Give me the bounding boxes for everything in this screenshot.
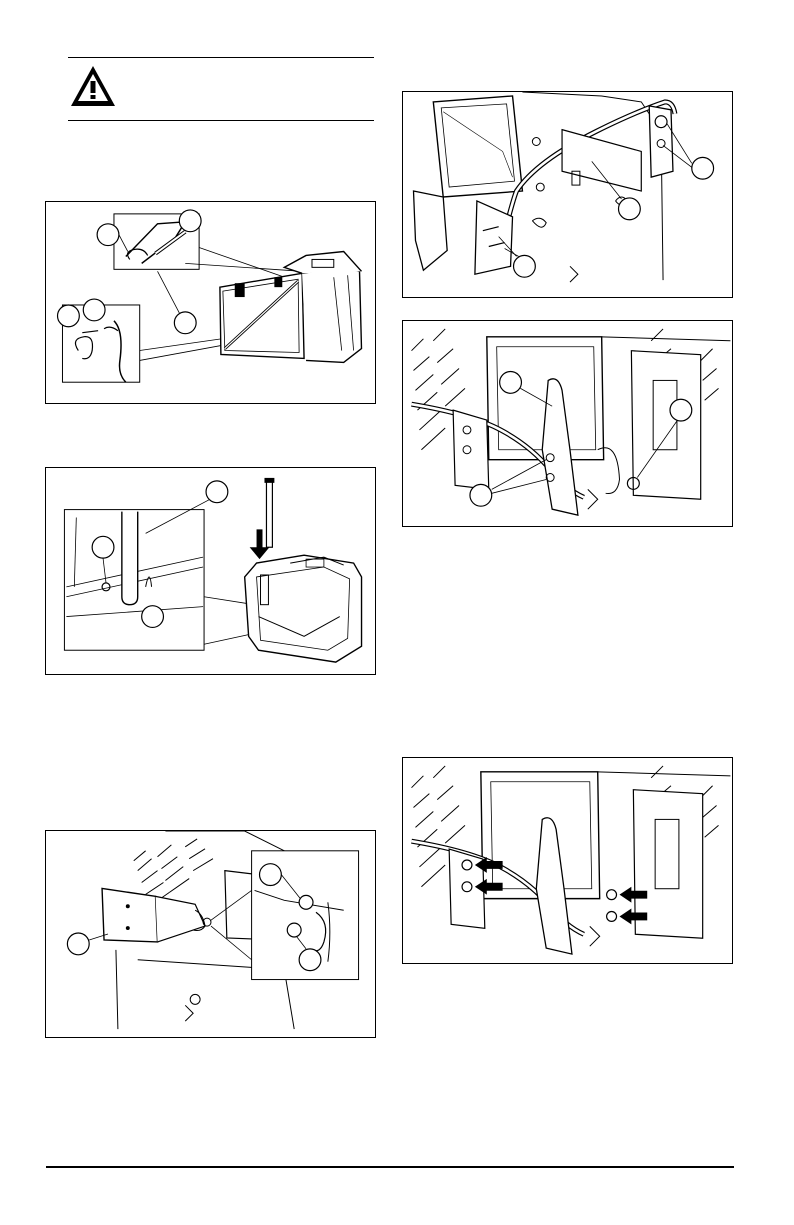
warning-bottom-rule [68, 120, 374, 121]
callout-3 [142, 606, 164, 628]
callout-2 [260, 864, 282, 886]
callout-1 [692, 157, 714, 179]
callout-1 [500, 372, 522, 394]
callout-2 [92, 536, 114, 558]
callout-2 [179, 210, 201, 232]
callout-3 [299, 949, 321, 971]
figure-bolt-arrows [402, 757, 733, 964]
bolt-arrows-illustration [403, 758, 732, 963]
bag-frame-illustration [46, 202, 375, 403]
bag-rod-illustration [46, 468, 375, 674]
callout-1 [67, 933, 89, 955]
callout-3 [174, 312, 196, 334]
figure-handle-rear [402, 91, 733, 298]
bracket-mount-illustration [46, 831, 375, 1037]
warning-block [68, 57, 374, 121]
callout-5 [83, 299, 105, 321]
warning-triangle-icon [68, 63, 118, 109]
handle-rear-illustration [403, 92, 732, 297]
figure-handle-mount-side [402, 320, 733, 527]
callout-1 [206, 481, 228, 503]
figure-bracket-mount [45, 830, 376, 1038]
callout-1 [97, 224, 119, 246]
callout-4 [58, 305, 80, 327]
footer-rule [46, 1166, 734, 1168]
callout-2 [670, 399, 692, 421]
warning-top-rule [68, 57, 374, 58]
figure-bag-rod-insert [45, 467, 376, 675]
callout-2 [619, 198, 641, 220]
handle-mount-illustration [403, 321, 732, 526]
callout-3 [470, 484, 492, 506]
callout-3 [514, 255, 536, 277]
figure-bag-frame-clips [45, 201, 376, 404]
